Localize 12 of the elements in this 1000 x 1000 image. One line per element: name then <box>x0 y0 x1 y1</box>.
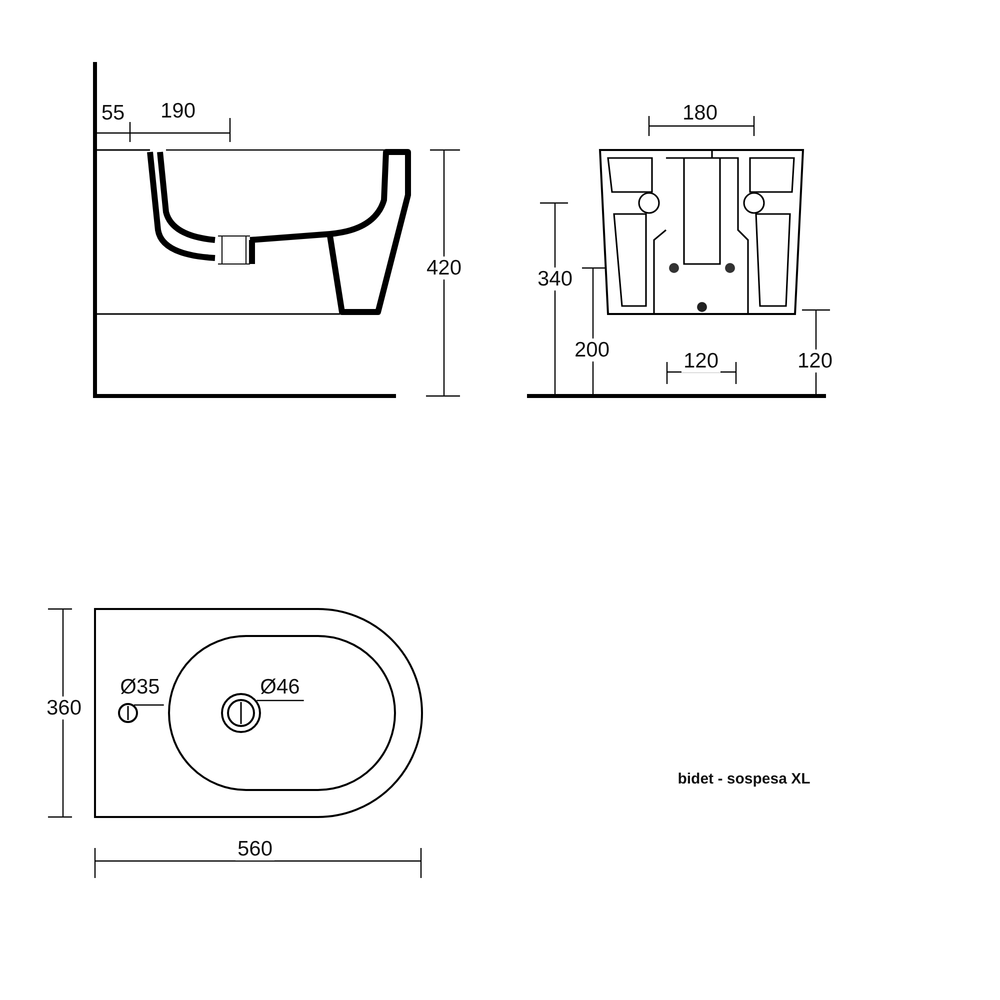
dimension-label: 560 <box>235 838 275 860</box>
dimension-label: 360 <box>44 696 84 720</box>
tap-hole <box>118 703 138 723</box>
leader-line <box>134 704 164 706</box>
leader-line <box>256 700 304 702</box>
dimension-label: 420 <box>424 256 464 280</box>
dimension-label: 340 <box>535 268 575 290</box>
dimension-label: 120 <box>681 350 721 372</box>
caption: bidet - sospesa XL <box>676 770 812 788</box>
tap-hole <box>221 693 261 733</box>
diameter-label: Ø46 <box>258 676 302 698</box>
diameter-label: Ø35 <box>118 676 162 698</box>
